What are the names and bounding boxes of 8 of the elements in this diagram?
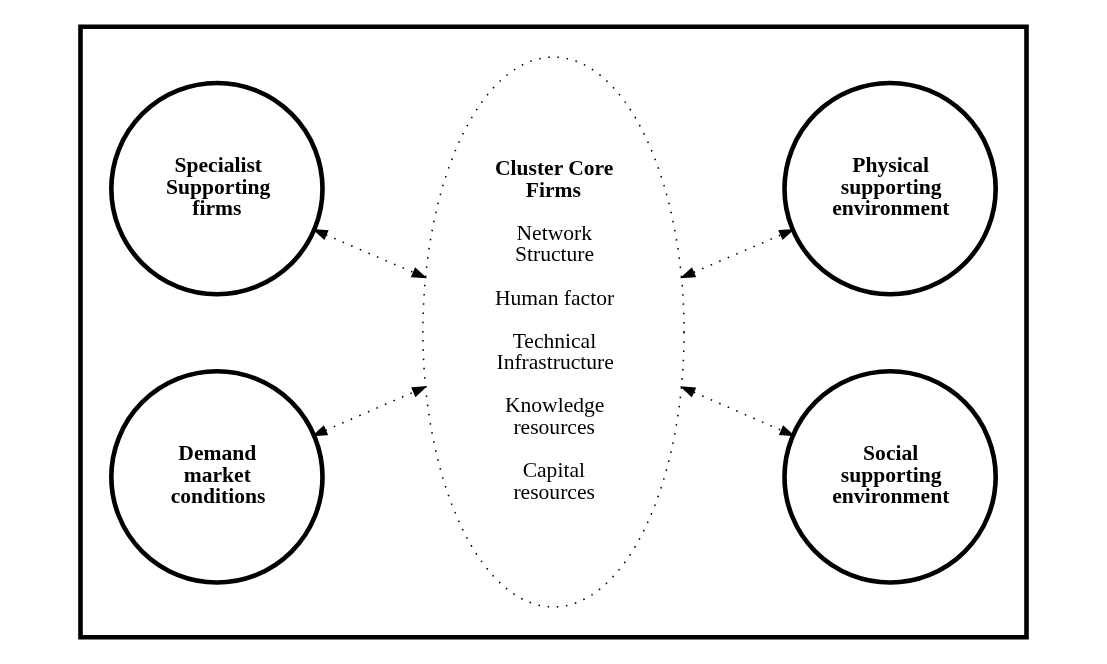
node-circle: Social supporting environment [782, 369, 998, 585]
cluster [78, 24, 1029, 640]
node-circle: Physical supporting environment [782, 80, 998, 297]
arrow [312, 229, 428, 279]
arrow [679, 229, 795, 279]
node-circle: Demand market conditions [109, 369, 325, 585]
node-ellipse: Cluster Core Firms Network Structure Human factor Technical Infrastructure Knowledge resources Capital resources [422, 56, 685, 608]
node-circle: Specialist Supporting firms [109, 80, 325, 297]
